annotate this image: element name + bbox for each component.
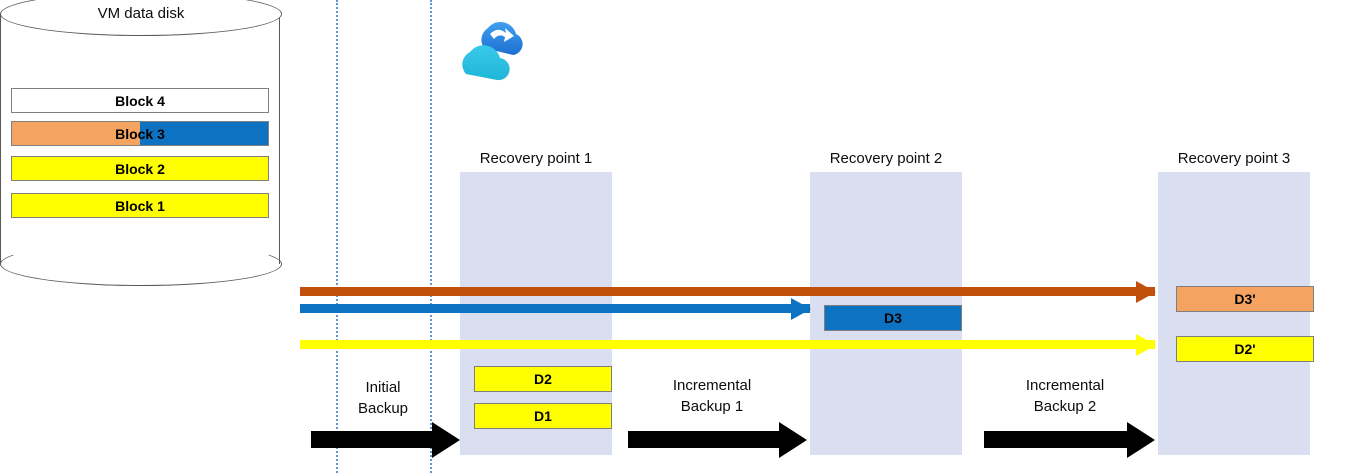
disk-block-3-blue-half bbox=[140, 122, 268, 145]
recovery-point-3-box-d3p: D3' bbox=[1176, 286, 1314, 312]
initial-backup-label-line2: Backup bbox=[357, 400, 409, 417]
incremental-backup-2-label-line1: Incremental bbox=[1025, 377, 1105, 394]
recovery-point-3-box-d2p: D2' bbox=[1176, 336, 1314, 362]
disk-block-4-label: Block 4 bbox=[115, 92, 165, 109]
timeline-guide-left bbox=[336, 0, 338, 473]
recovery-point-1-box-d1-label: D1 bbox=[534, 408, 552, 424]
incremental-backup-1-arrow-shaft bbox=[628, 431, 780, 448]
recovery-point-2-title: Recovery point 2 bbox=[829, 150, 943, 167]
flow-line-blue bbox=[300, 304, 810, 313]
disk-block-3-orange-half bbox=[12, 122, 140, 145]
cylinder-bottom-ellipse bbox=[0, 242, 282, 286]
incremental-backup-1-label: Incremental Backup 1 bbox=[622, 375, 802, 417]
cylinder-top-ellipse bbox=[0, 0, 282, 36]
recovery-point-2-box-d3-label: D3 bbox=[884, 310, 902, 326]
incremental-backup-2-arrow-shaft bbox=[984, 431, 1128, 448]
flow-arrowhead-orange bbox=[1136, 281, 1156, 303]
initial-backup-label-line1: Initial bbox=[365, 379, 401, 396]
timeline-guide-right bbox=[430, 0, 432, 473]
recovery-point-3-title: Recovery point 3 bbox=[1177, 150, 1291, 167]
flow-arrowhead-yellow bbox=[1136, 334, 1156, 356]
disk-block-3: Block 3 bbox=[11, 121, 269, 146]
recovery-point-1-box-d2: D2 bbox=[474, 366, 612, 392]
recovery-point-3-box-d2p-label: D2' bbox=[1234, 341, 1256, 357]
incremental-backup-1-label-line1: Incremental bbox=[672, 377, 752, 394]
initial-backup-arrow-shaft bbox=[311, 431, 433, 448]
recovery-point-3-box-d3p-label: D3' bbox=[1234, 291, 1256, 307]
incremental-backup-1-label-line2: Backup 1 bbox=[680, 398, 744, 415]
flow-line-yellow bbox=[300, 340, 1155, 349]
disk-block-1: Block 1 bbox=[11, 193, 269, 218]
incremental-backup-2-label: Incremental Backup 2 bbox=[975, 375, 1155, 417]
initial-backup-arrow-head bbox=[432, 422, 460, 458]
recovery-point-2-box-d3: D3 bbox=[824, 305, 962, 331]
initial-backup-label: Initial Backup bbox=[293, 377, 473, 419]
disk-block-2-label: Block 2 bbox=[115, 160, 165, 177]
flow-line-orange bbox=[300, 287, 1155, 296]
disk-block-2: Block 2 bbox=[11, 156, 269, 181]
incremental-backup-2-arrow-head bbox=[1127, 422, 1155, 458]
incremental-backup-1-arrow-head bbox=[779, 422, 807, 458]
recovery-point-1-box-d2-label: D2 bbox=[534, 371, 552, 387]
disk-block-1-label: Block 1 bbox=[115, 197, 165, 214]
vm-data-disk-cylinder: VM data disk Block 4 Block 3 Block 2 Blo… bbox=[0, 0, 282, 286]
vm-data-disk-label: VM data disk bbox=[97, 5, 185, 22]
incremental-backup-2-label-line2: Backup 2 bbox=[1033, 398, 1097, 415]
recovery-point-1-box-d1: D1 bbox=[474, 403, 612, 429]
disk-block-3-label: Block 3 bbox=[115, 125, 165, 142]
disk-block-4: Block 4 bbox=[11, 88, 269, 113]
azure-backup-cloud-icon bbox=[462, 21, 523, 81]
recovery-point-3-panel bbox=[1158, 172, 1310, 455]
recovery-point-1-title: Recovery point 1 bbox=[479, 150, 593, 167]
flow-arrowhead-blue bbox=[791, 298, 811, 320]
